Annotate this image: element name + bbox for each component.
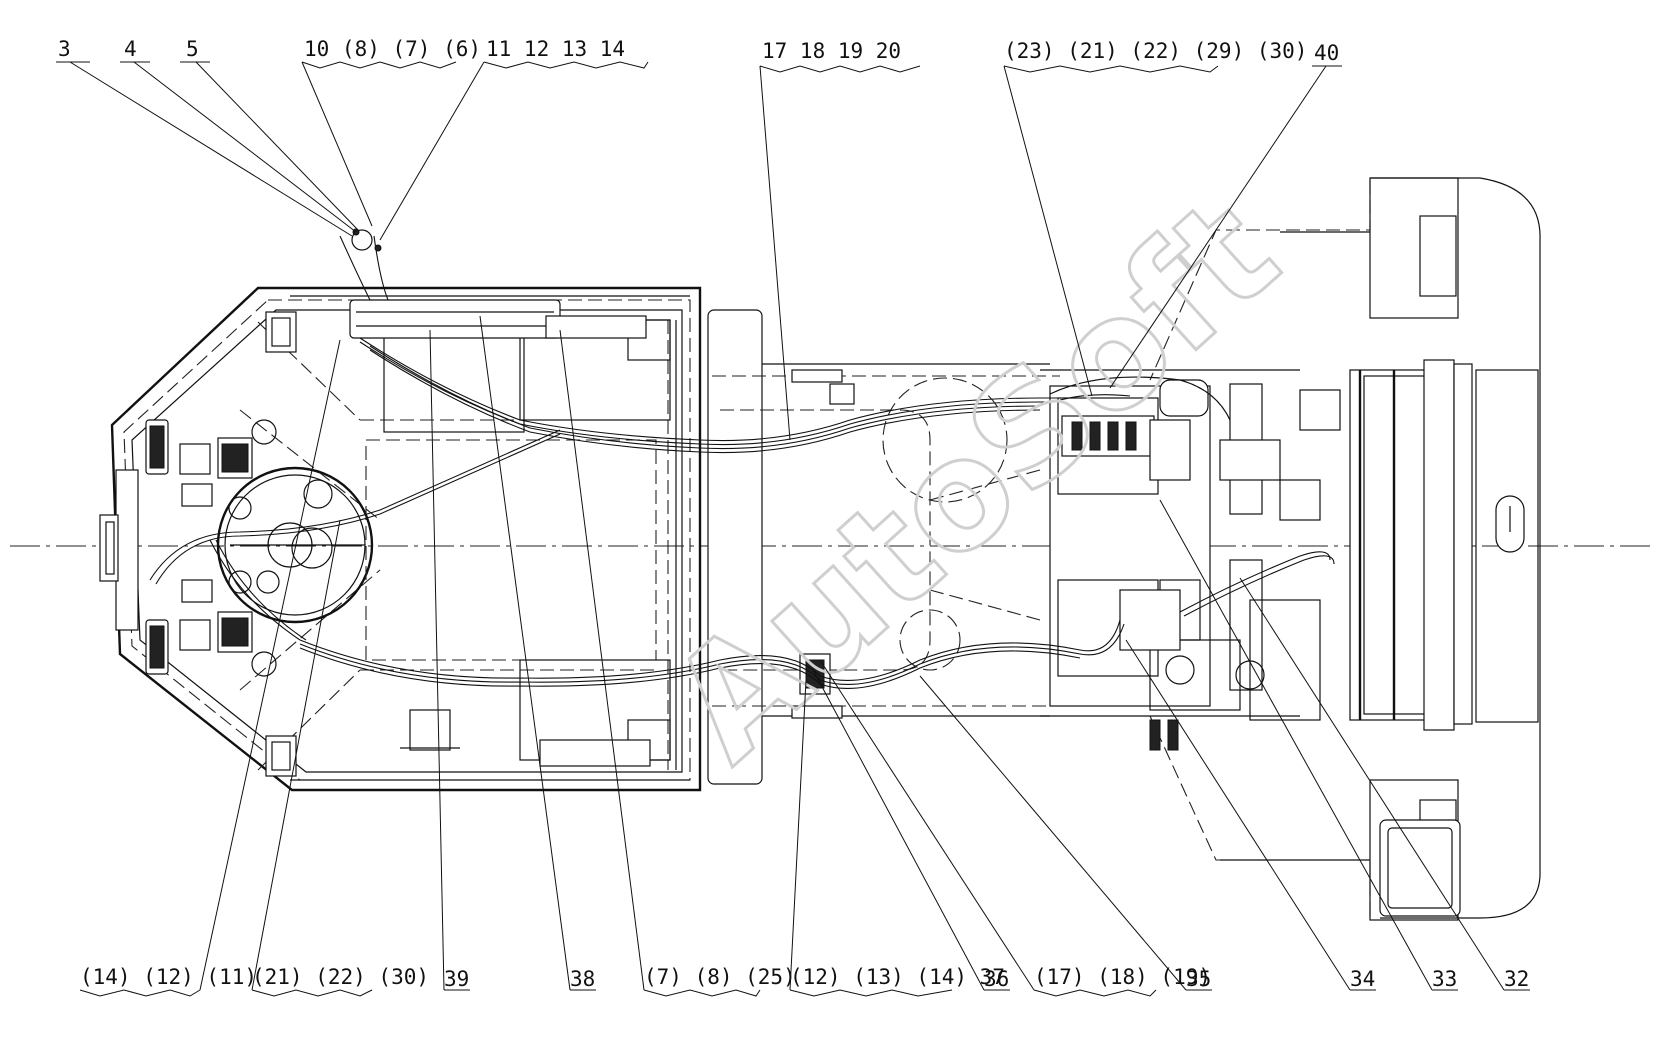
callout-32: 32 <box>1504 967 1529 991</box>
hose-routing <box>149 228 1335 689</box>
callout-group-17: 17 18 19 20 <box>762 39 901 63</box>
callout-group-23: (23) (21) (22) (29) (30) <box>1004 39 1307 63</box>
mid-chassis <box>707 309 1060 785</box>
callout-5: 5 <box>186 37 199 61</box>
callout-group-10: 10 (8) (7) (6) <box>304 37 481 61</box>
callout-group-11: 11 12 13 14 <box>486 37 625 61</box>
callout-3: 3 <box>58 37 71 61</box>
callout-36: 36 <box>984 967 1009 991</box>
leader-lines <box>56 61 1530 997</box>
front-frame <box>99 286 702 792</box>
callout-group-14: (14) (12) (11) <box>80 965 257 989</box>
callout-group-12: (12) (13) (14) 37 <box>790 965 1005 989</box>
callout-33: 33 <box>1432 967 1457 991</box>
callout-39: 39 <box>444 967 469 991</box>
callout-group-17b: (17) (18) (19) <box>1034 965 1211 989</box>
callout-40: 40 <box>1314 41 1339 65</box>
rear-engine-frame <box>1040 177 1541 921</box>
callout-38: 38 <box>570 967 595 991</box>
callout-35: 35 <box>1186 967 1211 991</box>
callout-group-7: (7) (8) (25) <box>644 965 796 989</box>
callout-group-21: (21) (22) (30) <box>252 965 429 989</box>
callout-34: 34 <box>1350 967 1375 991</box>
callout-4: 4 <box>124 37 137 61</box>
